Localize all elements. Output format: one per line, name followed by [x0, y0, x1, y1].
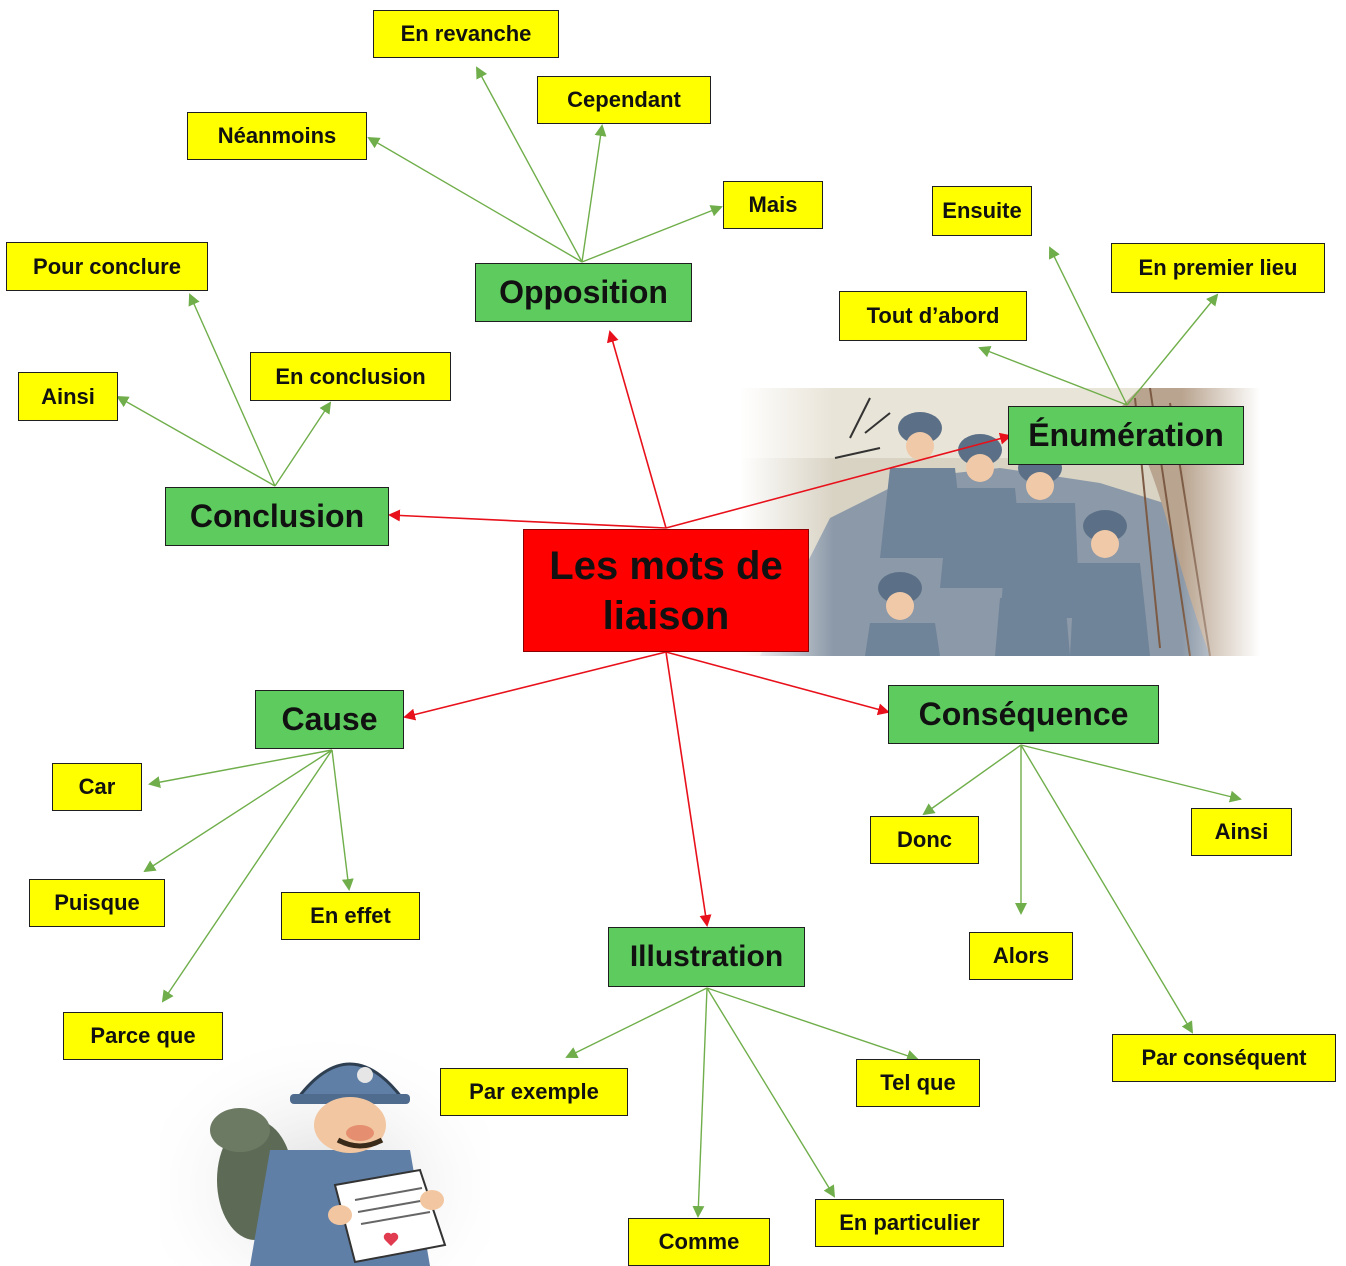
central-topic: Les mots de liaison: [523, 529, 809, 652]
category-enumeration: Énumération: [1008, 406, 1244, 465]
leaf-cependant: Cependant: [537, 76, 711, 124]
leaf-par-consequent: Par conséquent: [1112, 1034, 1336, 1082]
leaf-en-revanche: En revanche: [373, 10, 559, 58]
leaf-en-conclusion: En conclusion: [250, 352, 451, 401]
central-topic-label: Les mots de liaison: [549, 543, 783, 638]
leaf-parce-que: Parce que: [63, 1012, 223, 1060]
leaf-mais: Mais: [723, 181, 823, 229]
leaf-en-premier-lieu: En premier lieu: [1111, 243, 1325, 293]
leaf-en-particulier: En particulier: [815, 1199, 1004, 1247]
category-label: Conclusion: [189, 498, 365, 534]
leaf-puisque: Puisque: [29, 879, 165, 927]
category-label: Illustration: [629, 940, 784, 973]
leaf-ensuite: Ensuite: [932, 186, 1032, 236]
category-label: Cause: [281, 701, 378, 737]
arrow-to-enumeration: [665, 432, 1012, 529]
category-opposition: Opposition: [475, 263, 692, 322]
leaf-car: Car: [52, 763, 142, 811]
arrow-to-consequence: [665, 651, 890, 716]
category-cause: Cause: [255, 690, 404, 749]
leaf-alors: Alors: [969, 932, 1073, 980]
leaf-ainsi-conclusion: Ainsi: [18, 372, 118, 421]
category-consequence: Conséquence: [888, 685, 1159, 744]
leaf-pour-conclure: Pour conclure: [6, 242, 208, 291]
leaf-par-exemple: Par exemple: [440, 1068, 628, 1116]
leaf-tout-dabord: Tout d’abord: [839, 291, 1027, 341]
leaf-donc: Donc: [870, 816, 979, 864]
category-conclusion: Conclusion: [165, 487, 389, 546]
category-label: Conséquence: [918, 696, 1129, 732]
category-label: Opposition: [499, 274, 668, 310]
arrow-to-illustration: [665, 651, 712, 927]
category-illustration: Illustration: [608, 927, 805, 987]
arrow-to-cause: [403, 651, 667, 721]
leaf-ainsi-consequence: Ainsi: [1191, 808, 1292, 856]
leaf-tel-que: Tel que: [856, 1059, 980, 1107]
category-label: Énumération: [1028, 417, 1224, 453]
leaf-en-effet: En effet: [281, 892, 420, 940]
arrow-to-conclusion: [388, 509, 667, 529]
leaf-comme: Comme: [628, 1218, 770, 1266]
leaf-neanmoins: Néanmoins: [187, 112, 367, 160]
arrow-to-opposition: [606, 330, 667, 529]
